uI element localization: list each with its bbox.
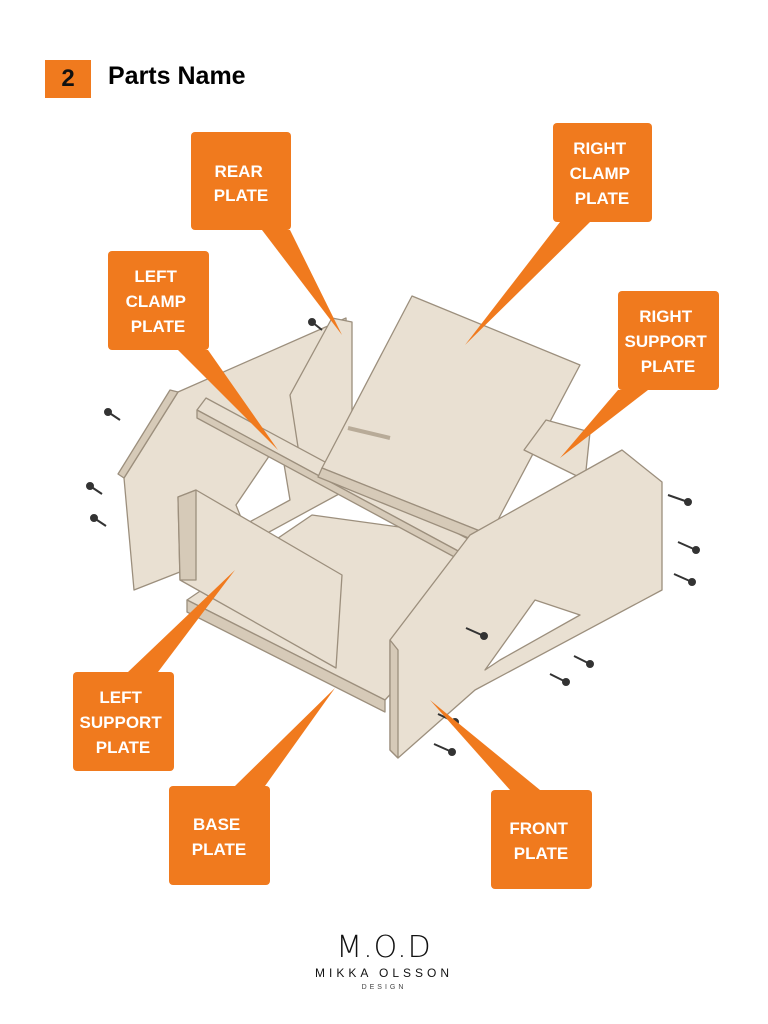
brand-name: MIKKA OLSSON (314, 966, 454, 980)
right-support-plate-pointer (560, 390, 648, 458)
front-plate-label: FRONT PLATE (509, 819, 572, 863)
wood-parts (117, 295, 663, 759)
base-plate-pointer (235, 688, 335, 786)
right-support-plate-box (618, 291, 719, 390)
rear-plate-label: REAR PLATE (214, 162, 268, 205)
front-side-panel-edge (389, 639, 399, 759)
left-clamp-plate-pointer (178, 350, 278, 450)
base-plate-edge (186, 599, 386, 713)
base-plate-label: BASE PLATE (192, 815, 246, 859)
rear-plate-pointer (262, 230, 342, 335)
left-support-plate-label: LEFT SUPPORT PLATE (80, 688, 167, 757)
callout-boxes (73, 123, 719, 889)
left-clamp-plate-box (108, 251, 209, 350)
page-title: Parts Name (108, 62, 246, 90)
left-support-plate-pointer (128, 570, 235, 672)
left-side-panel-edge (117, 389, 179, 479)
left-support-plate-edge (177, 489, 197, 581)
rear-plate-box (191, 132, 291, 230)
brand-logo-mark: M.O.D (336, 930, 432, 965)
front-plate-pointer (430, 700, 540, 790)
front-panel-cutout (484, 599, 581, 671)
right-clamp-plate-pointer (465, 222, 590, 345)
callout-labels: REAR PLATE RIGHT CLAMP PLATE LEFT CLAMP … (80, 139, 712, 863)
clamp-plate-slot (347, 426, 391, 440)
callout-pointers (128, 222, 648, 790)
base-plate-box (169, 786, 270, 885)
brand-subtitle: DESIGN (361, 984, 407, 991)
right-clamp-plate-box (553, 123, 652, 222)
left-support-plate-box (73, 672, 174, 771)
right-support-plate-label: RIGHT SUPPORT PLATE (625, 307, 712, 376)
right-clamp-plate-label: RIGHT CLAMP PLATE (570, 139, 635, 208)
front-plate-box (491, 790, 592, 889)
step-number-badge: 2 (45, 60, 91, 98)
left-clamp-plate-label: LEFT CLAMP PLATE (126, 267, 191, 336)
